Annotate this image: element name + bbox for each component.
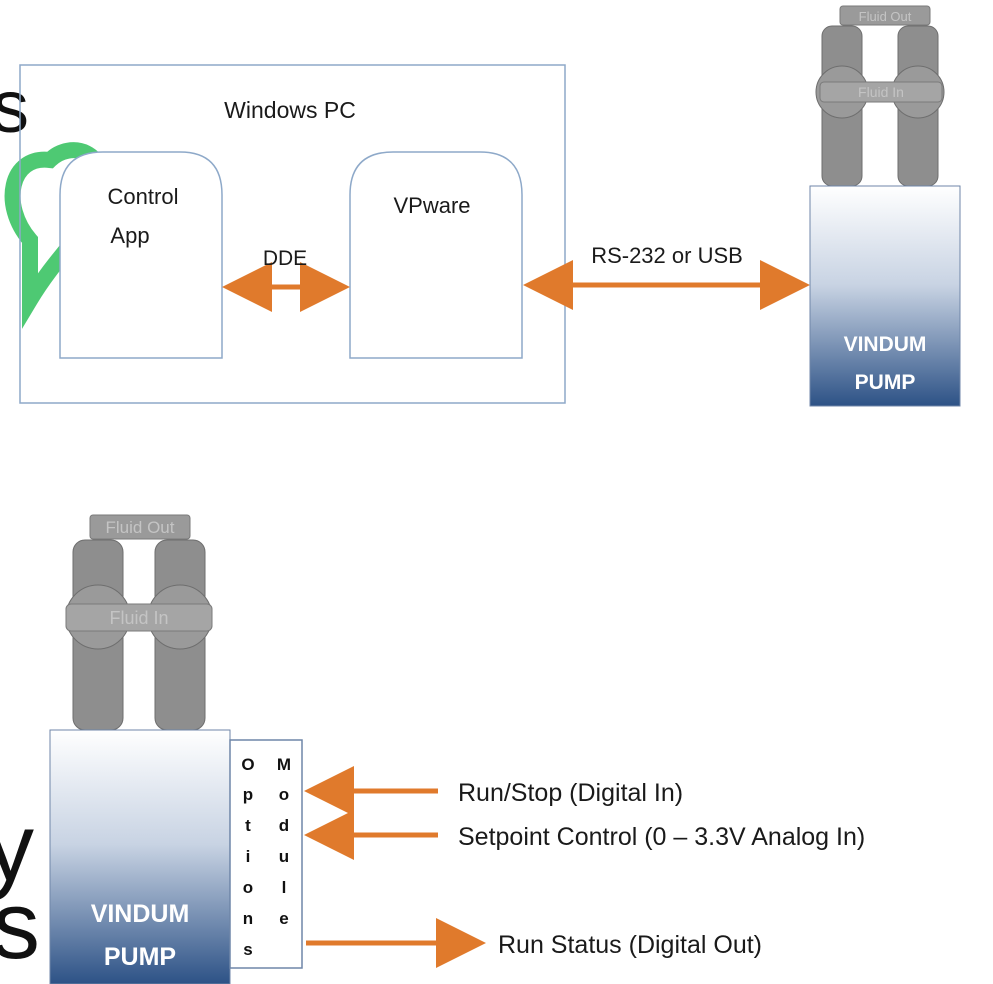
top-fluid-out-label: Fluid Out <box>859 9 912 24</box>
rs232-usb-label: RS-232 or USB <box>591 243 743 268</box>
top-pump-name-line2: PUMP <box>855 371 916 394</box>
vpware-label: VPware <box>393 193 470 218</box>
bottom-pump: Fluid Out Fluid In VINDUM PUMP <box>49 514 231 984</box>
module-letter-3: u <box>279 847 289 866</box>
options-letter-4: o <box>243 878 253 897</box>
top-fluid-in-bar <box>819 81 943 103</box>
top-fluid-in-label: Fluid In <box>858 84 904 100</box>
options-letter-2: t <box>245 816 251 835</box>
bottom-fluid-out-label: Fluid Out <box>106 518 175 537</box>
options-letter-6: s <box>243 940 252 959</box>
edge-s-top: s <box>0 65 29 148</box>
windows-pc-box <box>19 64 566 404</box>
options-word: O p t i o n s <box>241 755 254 959</box>
bottom-fluid-in-bar <box>65 603 213 632</box>
module-letter-1: o <box>279 785 289 804</box>
module-letter-2: d <box>279 816 289 835</box>
top-pump-name-line1: VINDUM <box>844 333 927 356</box>
module-letter-0: M <box>277 755 291 774</box>
control-app-line1: Control <box>108 184 179 209</box>
edge-s-bottom: s <box>0 872 40 979</box>
options-letter-1: p <box>243 785 253 804</box>
bottom-pump-name-line1: VINDUM <box>91 900 190 928</box>
top-pump: Fluid Out Fluid In VINDUM PUMP <box>809 5 961 407</box>
run-stop-label: Run/Stop (Digital In) <box>458 779 683 807</box>
bottom-pump-body <box>49 729 231 984</box>
options-letter-0: O <box>241 755 254 774</box>
bottom-fluid-out-bar <box>89 514 191 540</box>
setpoint-label: Setpoint Control (0 – 3.3V Analog In) <box>458 823 865 851</box>
module-letter-4: l <box>282 878 287 897</box>
top-fluid-out-bar <box>839 5 931 26</box>
options-letter-5: n <box>243 909 253 928</box>
control-app-line2: App <box>110 223 149 248</box>
module-letter-5: e <box>279 909 288 928</box>
module-word: M o d u l e <box>277 755 291 928</box>
edge-y: y <box>0 794 34 901</box>
vpware-box <box>349 151 523 359</box>
bottom-fluid-in-label: Fluid In <box>109 608 168 628</box>
options-letter-3: i <box>246 847 251 866</box>
windows-pc-title: Windows PC <box>224 97 356 123</box>
options-module-panel <box>229 739 303 969</box>
dde-label: DDE <box>263 247 307 270</box>
top-pump-body <box>809 185 961 407</box>
bottom-pump-name-line2: PUMP <box>104 943 176 971</box>
run-status-label: Run Status (Digital Out) <box>498 931 762 959</box>
control-app-box <box>59 151 223 359</box>
